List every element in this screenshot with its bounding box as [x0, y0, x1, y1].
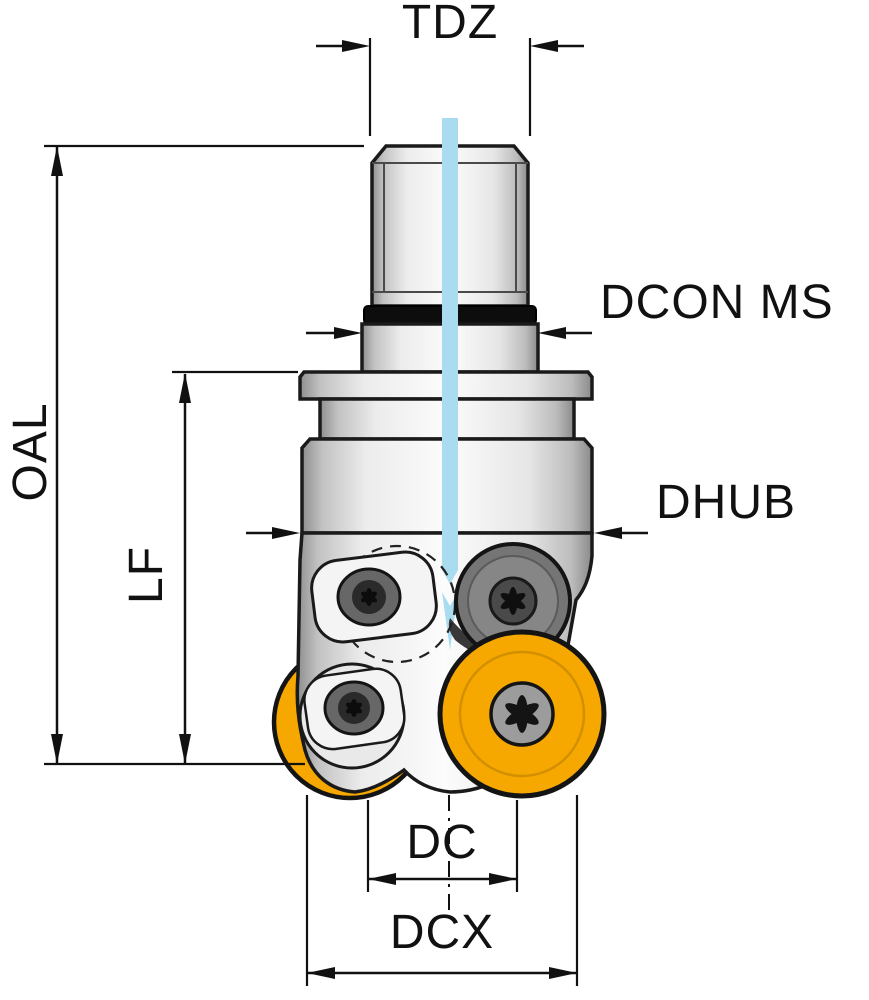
dcon-label: DCON MS [600, 276, 834, 329]
dimension-oal: OAL [4, 144, 364, 766]
dc-label: DC [406, 816, 477, 869]
screw-upper-left [336, 567, 402, 627]
dimension-dc: DC [366, 800, 519, 892]
dimension-dhub: DHUB [246, 476, 796, 539]
dcx-label: DCX [390, 906, 494, 959]
oal-label: OAL [4, 402, 57, 501]
insert-bottom-right [437, 629, 607, 799]
insert-top-right [454, 542, 572, 660]
dimension-tdz: TDZ [316, 0, 584, 136]
dimension-dcx: DCX [305, 795, 579, 986]
dhub-label: DHUB [656, 476, 796, 529]
dimension-dcon: DCON MS [306, 276, 834, 339]
tdz-label: TDZ [402, 0, 498, 49]
screw-lower-left [323, 680, 385, 736]
dimension-lf: LF [120, 370, 298, 764]
coolant-band [442, 118, 458, 570]
lf-label: LF [120, 546, 173, 604]
